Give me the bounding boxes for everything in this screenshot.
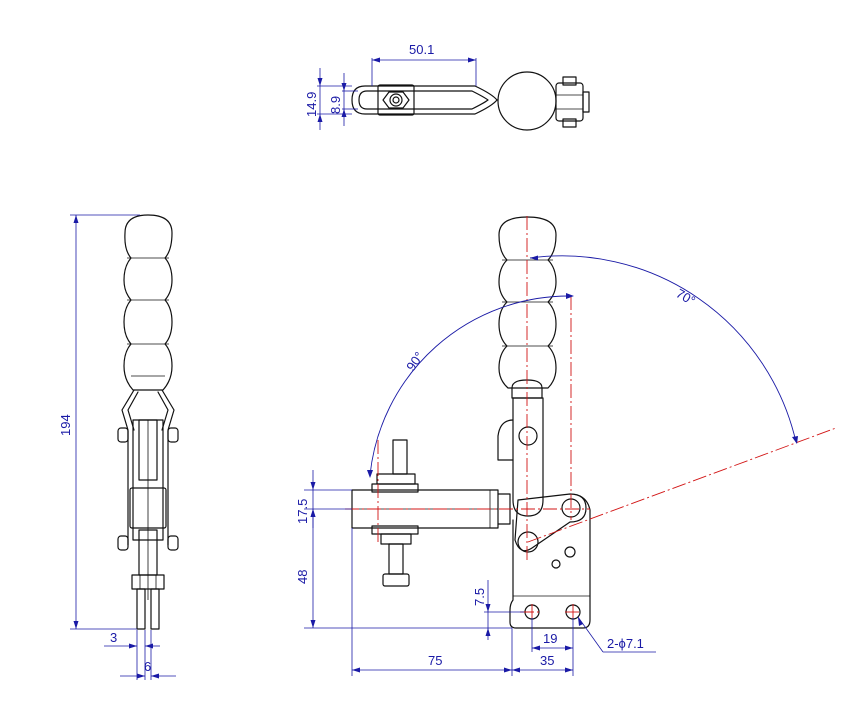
dim-side-total-height: 194 <box>58 414 73 436</box>
dim-angle-open: 90° <box>403 349 427 374</box>
centerlines <box>345 216 837 620</box>
dim-holes-spec: 2-ϕ7.1 <box>607 636 644 651</box>
dim-reach: 75 <box>428 653 442 668</box>
dim-base-length: 35 <box>540 653 554 668</box>
dim-hole-offset: 7.5 <box>472 588 487 606</box>
front-view-dimensions: 90° 70° 17.5 48 7.5 19 <box>295 255 798 676</box>
dim-top-width: 50.1 <box>409 42 434 57</box>
dim-angle-handle: 70° <box>674 286 699 309</box>
dim-top-height-outer: 14.9 <box>304 92 319 117</box>
dim-hole-spacing: 19 <box>543 631 557 646</box>
dim-base-height: 48 <box>295 570 310 584</box>
side-view-dimensions: 194 3 6 <box>58 214 176 680</box>
side-view <box>117 214 179 630</box>
dim-bar-height: 17.5 <box>295 499 310 524</box>
front-view <box>351 216 591 629</box>
top-view <box>351 71 590 131</box>
dim-top-height-inner: 8.9 <box>328 96 343 114</box>
dim-side-width: 6 <box>144 659 151 674</box>
dim-side-offset: 3 <box>110 630 117 645</box>
top-view-dimensions: 50.1 14.9 8.9 <box>304 42 477 130</box>
